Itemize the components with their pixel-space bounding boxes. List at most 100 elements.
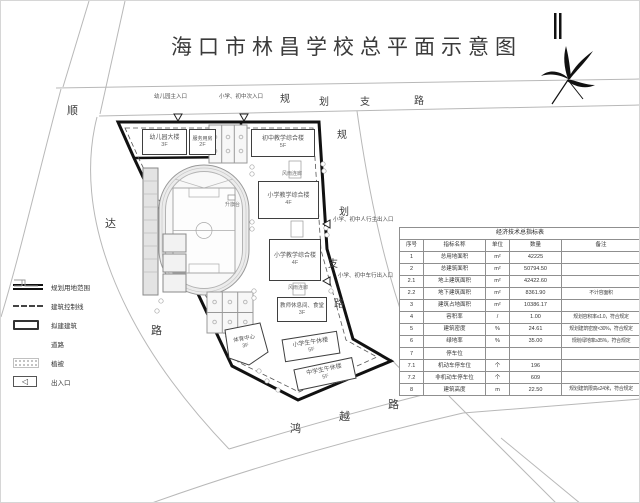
building-service: 服务用房 2F <box>189 129 216 155</box>
entrance-arrow-vehicle <box>321 276 331 286</box>
table-cell: 总用地面积 <box>423 250 486 264</box>
table-cell: 4 <box>399 310 424 324</box>
table-header-row: 序号 指标名称 单位 数量 备注 <box>399 238 639 252</box>
table-cell: 24.61 <box>509 322 562 336</box>
table-cell: m <box>485 383 510 397</box>
table-cell <box>561 347 639 361</box>
legend-item-road: 道路 <box>13 279 123 353</box>
road-label-right-branch: 路 <box>334 299 344 310</box>
table-cell <box>561 250 639 264</box>
building-primary-teaching-2: 小学教学综合楼 4F <box>269 239 321 281</box>
table-cell <box>561 298 639 312</box>
table-cell: 42422.60 <box>509 274 562 288</box>
table-title: 经济技术总指标表 <box>399 227 639 240</box>
road-label-hongyue: 越 <box>339 411 350 423</box>
table-cell: 总建筑面积 <box>423 262 486 276</box>
table-cell: 2 <box>399 262 424 276</box>
building-kindergarten: 幼儿园大楼 3F <box>142 129 187 155</box>
building-floor: 3F <box>241 342 250 350</box>
building-floor: 4F <box>285 200 292 207</box>
road-label-right-branch: 规 <box>337 130 347 141</box>
entrance-arrow-kindergarten <box>173 113 183 123</box>
table-cell: 个 <box>485 359 510 373</box>
column-header: 序号 <box>399 238 424 252</box>
legend-label: 规划用地范围 <box>51 284 90 292</box>
table-cell: 个 <box>485 371 510 385</box>
table-cell: 规划容积率≤1.0，符合规定 <box>561 310 639 324</box>
table-cell: 停车位 <box>423 347 486 361</box>
table-cell: 2.1 <box>399 274 424 288</box>
table-cell: 5 <box>399 322 424 336</box>
road-label-hongyue: 路 <box>388 399 399 411</box>
building-floor: 3F <box>161 142 168 149</box>
sports-center-outline <box>224 322 269 366</box>
table-cell <box>561 262 639 276</box>
road-label-shunda: 顺 <box>67 105 78 117</box>
legend-label: 道路 <box>51 341 64 349</box>
vegetation-pattern-icon <box>13 357 45 368</box>
legend-label: 出入口 <box>51 379 71 387</box>
corridor-label: 风雨连廊 <box>288 285 309 291</box>
table-cell: 机动车停车位 <box>423 359 486 373</box>
table-cell: 8361.90 <box>509 286 562 300</box>
building-outline-icon <box>13 319 45 330</box>
building-floor: 5F <box>279 143 287 150</box>
table-cell: 容积率 <box>423 310 486 324</box>
legend-item-proposed-building: 拟建建筑 <box>13 315 123 334</box>
road-label-shunda: 路 <box>151 325 162 337</box>
entrance-label-kindergarten: 幼儿园主入口 <box>154 94 188 100</box>
road-label-top-branch: 规 <box>280 94 290 105</box>
table-cell <box>485 347 510 361</box>
table-cell: 不计容面积 <box>561 286 639 300</box>
column-header: 单位 <box>485 238 510 252</box>
table-cell: 196 <box>509 359 562 373</box>
table-cell: 22.50 <box>509 383 562 397</box>
legend-item-boundary: 规划用地范围 <box>13 277 123 296</box>
building-floor: 5F <box>307 346 316 354</box>
page-title: 海口市林昌学校总平面示意图 <box>171 36 522 59</box>
road-label-top-branch: 路 <box>414 96 424 107</box>
table-title-row: 经济技术总指标表 <box>399 227 639 240</box>
table-cell: 建筑高度 <box>423 383 486 397</box>
table-cell <box>561 371 639 385</box>
table-cell: 7.1 <box>399 359 424 373</box>
building-label: 幼儿园大楼 <box>149 135 180 142</box>
road-label-top-branch: 划 <box>319 97 329 108</box>
column-header: 指标名称 <box>423 238 486 252</box>
table-cell: m² <box>485 250 510 264</box>
boundary-line-icon <box>13 283 45 290</box>
table-cell: 非机动车停车位 <box>423 371 486 385</box>
legend-item-entrance: ◁ 出入口 <box>13 372 123 391</box>
table-cell: m² <box>485 274 510 288</box>
table-cell: 建筑密度 <box>423 322 486 336</box>
table-cell: % <box>485 322 510 336</box>
column-header: 数量 <box>509 238 562 252</box>
table-cell: 42225 <box>509 250 562 264</box>
tree-symbols <box>154 129 334 393</box>
road-label-top-branch: 支 <box>360 97 370 108</box>
column-header: 备注 <box>561 238 639 252</box>
road-label-right-branch: 支 <box>328 259 338 270</box>
building-floor: 5F <box>321 373 330 381</box>
building-floor: 3F <box>298 309 306 316</box>
dashed-line-icon <box>13 304 45 307</box>
table-cell: 1 <box>399 250 424 264</box>
entrance-arrow-icon: ◁ <box>13 376 45 387</box>
table-cell: 建筑占地面积 <box>423 298 486 312</box>
grandstand <box>142 167 187 296</box>
table-cell <box>561 274 639 288</box>
table-cell: 规划绿地率≥35%，符合规定 <box>561 334 639 349</box>
building-label: 小学教学综合楼 <box>273 253 316 260</box>
